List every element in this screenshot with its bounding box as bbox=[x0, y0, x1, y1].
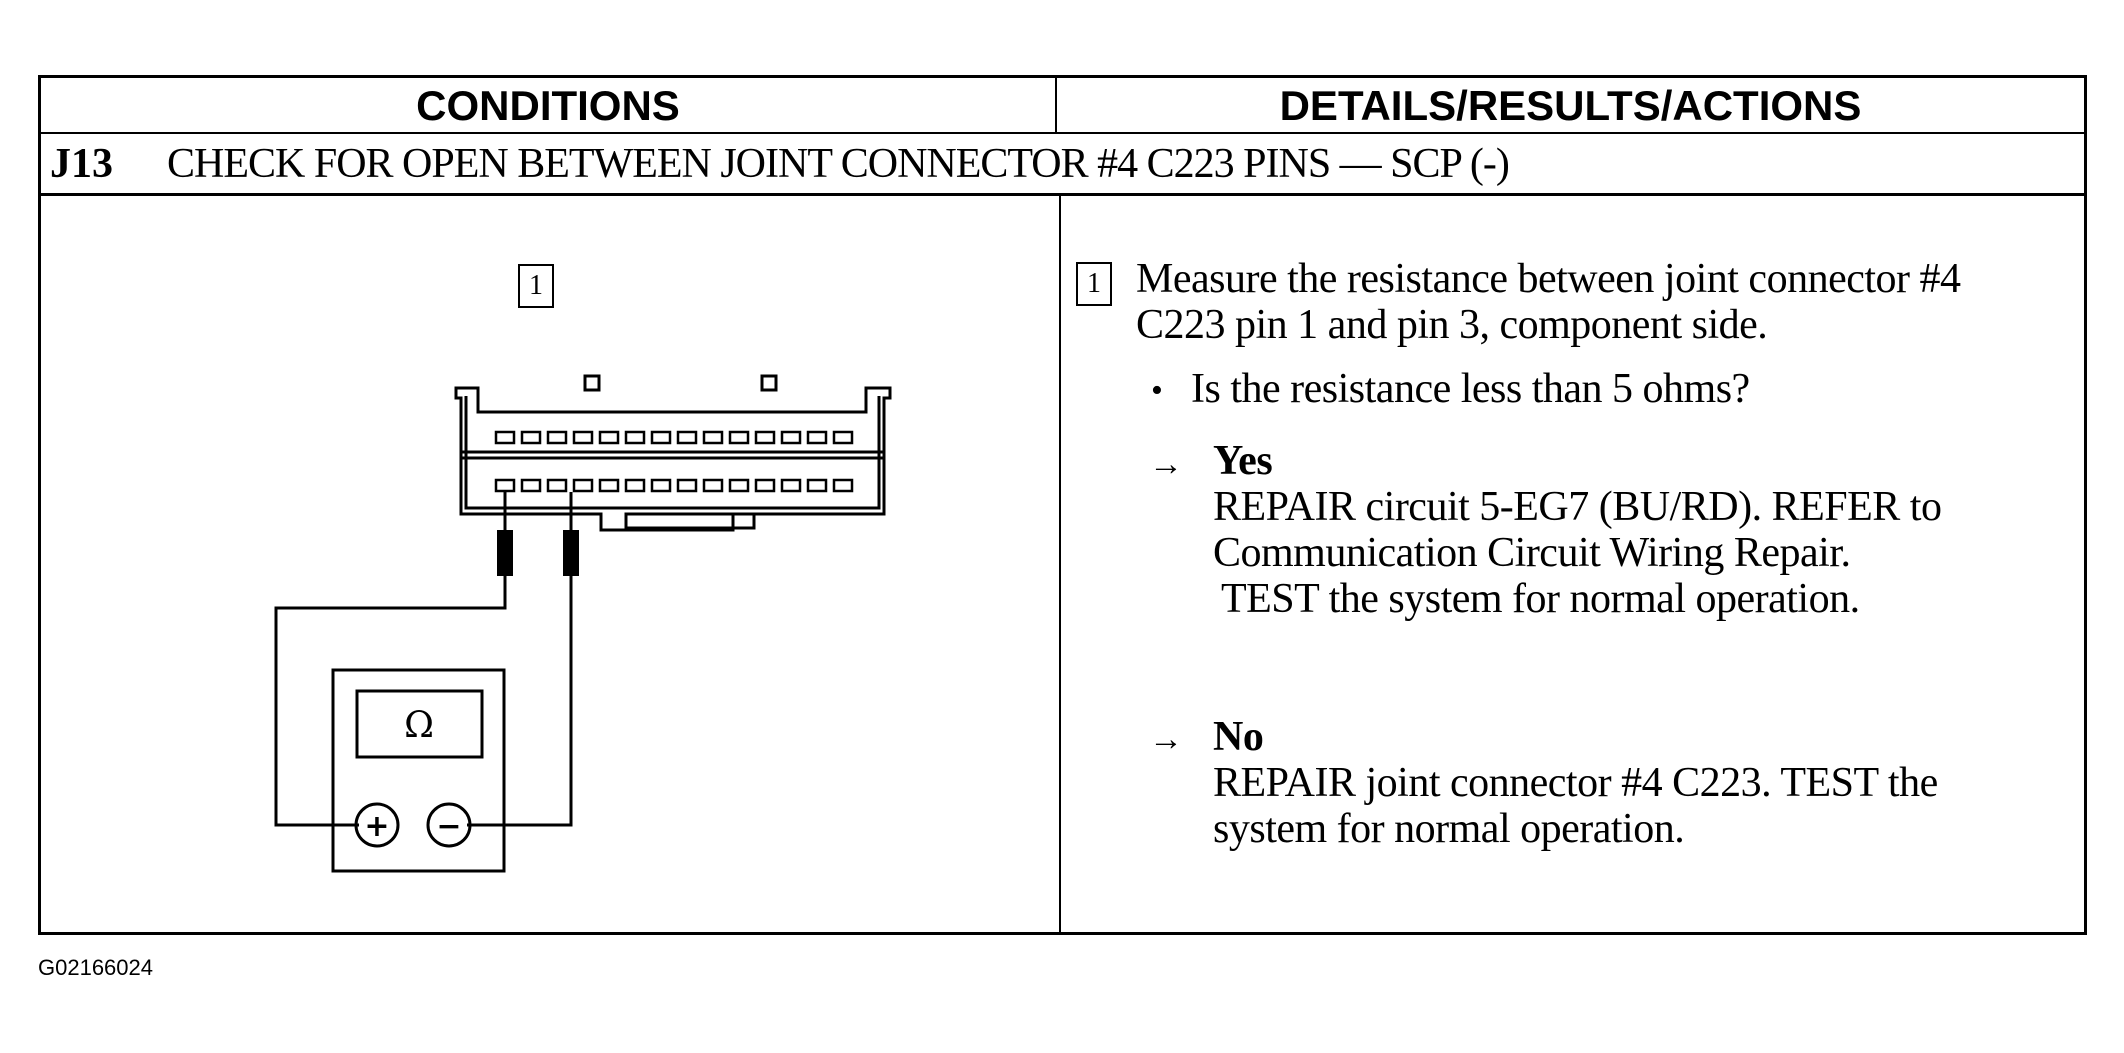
action-step-marker: 1 bbox=[1076, 262, 1112, 306]
meter-plus-terminal: + bbox=[364, 809, 389, 844]
procedure-table: CONDITIONS DETAILS/RESULTS/ACTIONS J13 C… bbox=[38, 75, 2087, 935]
details-header: DETAILS/RESULTS/ACTIONS bbox=[1279, 82, 1862, 129]
step-title-row: J13 CHECK FOR OPEN BETWEEN JOINT CONNECT… bbox=[41, 134, 2084, 196]
connector-pins-bottom-row bbox=[494, 478, 854, 493]
meter-minus-terminal: − bbox=[436, 809, 461, 844]
test-probes bbox=[497, 492, 579, 576]
joint-connector-c223 bbox=[454, 374, 892, 532]
conditions-header: CONDITIONS bbox=[41, 78, 1057, 132]
question-bullet: • bbox=[1151, 372, 1163, 409]
yes-line-3: TEST the system for normal operation. bbox=[1221, 576, 1860, 622]
no-arrow-icon: → bbox=[1149, 721, 1183, 758]
diagram-step-marker: 1 bbox=[518, 264, 554, 308]
yes-line-2: Communication Circuit Wiring Repair. bbox=[1213, 530, 1851, 576]
step-id: J13 bbox=[50, 141, 113, 187]
table-header: CONDITIONS DETAILS/RESULTS/ACTIONS bbox=[41, 78, 2084, 134]
test-leads bbox=[274, 575, 573, 827]
step-title: CHECK FOR OPEN BETWEEN JOINT CONNECTOR #… bbox=[167, 141, 1510, 187]
no-label: No bbox=[1213, 714, 1264, 760]
connector-meter-diagram: Ω + − bbox=[274, 374, 892, 873]
figure-id: G02166024 bbox=[38, 955, 153, 980]
yes-line-1: REPAIR circuit 5-EG7 (BU/RD). REFER to bbox=[1213, 484, 1942, 530]
yes-label: Yes bbox=[1213, 438, 1273, 484]
conditions-diagram: 1 bbox=[41, 196, 1057, 935]
instruction-line-2: C223 pin 1 and pin 3, component side. bbox=[1136, 302, 1768, 348]
connector-pins-top-row bbox=[494, 430, 854, 445]
yes-arrow-icon: → bbox=[1149, 446, 1183, 483]
no-line-2: system for normal operation. bbox=[1213, 806, 1685, 852]
ohm-symbol: Ω bbox=[404, 705, 434, 746]
column-divider bbox=[1059, 196, 1061, 935]
question-text: Is the resistance less than 5 ohms? bbox=[1191, 366, 1750, 412]
instruction-line-1: Measure the resistance between joint con… bbox=[1136, 256, 1961, 302]
no-line-1: REPAIR joint connector #4 C223. TEST the bbox=[1213, 760, 1938, 806]
details-actions: 1 Measure the resistance between joint c… bbox=[1061, 196, 2084, 935]
ohmmeter bbox=[331, 668, 506, 873]
